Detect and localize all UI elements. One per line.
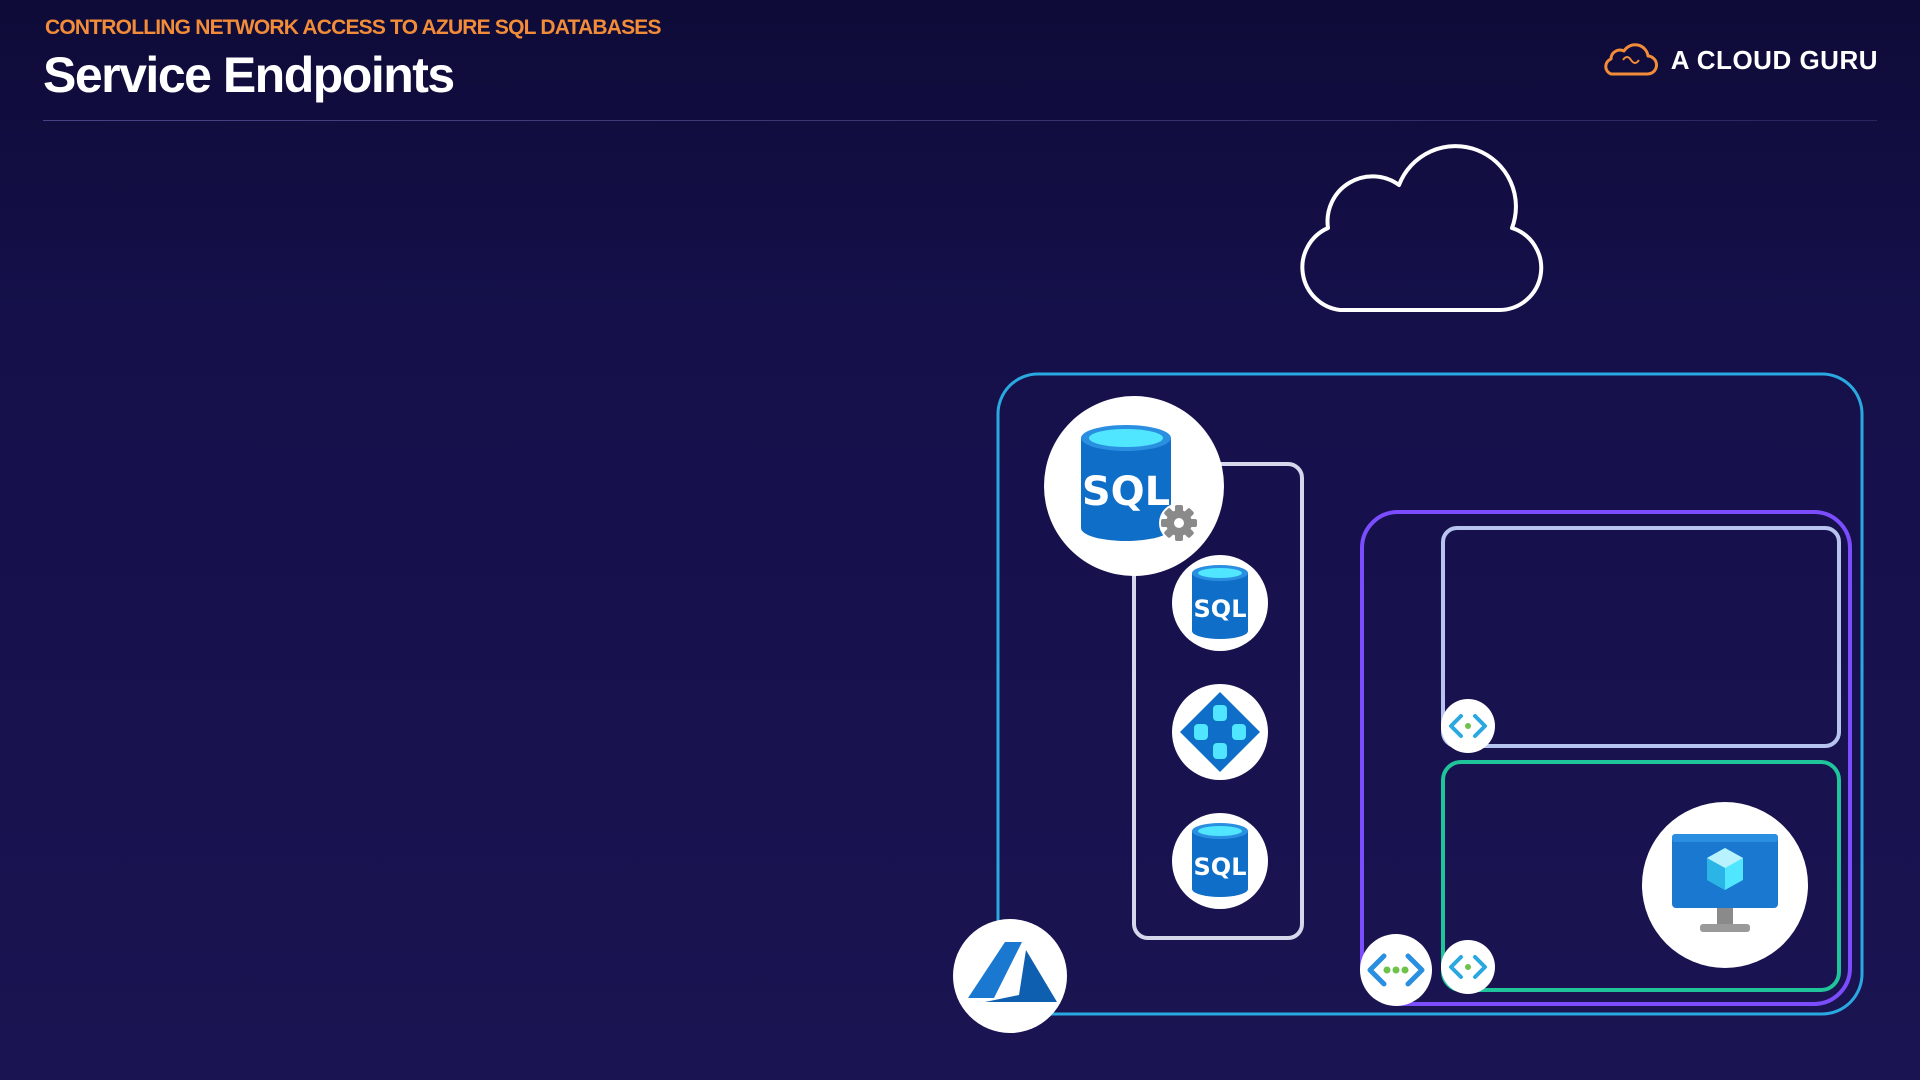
elastic-pool-icon <box>1172 684 1268 780</box>
sql-server-icon: SQL <box>1044 396 1224 576</box>
sql-database-2-text: SQL <box>1194 853 1247 881</box>
cloud-icon <box>1300 144 1544 312</box>
sql-server-text: SQL <box>1082 469 1170 515</box>
azure-boundary <box>996 372 1864 1016</box>
subnet-2-boundary <box>1441 760 1841 992</box>
subnet-endpoint-1-icon <box>1441 699 1495 753</box>
header-divider <box>43 120 1877 121</box>
gear-icon <box>1159 503 1199 543</box>
sql-database-1-text: SQL <box>1194 595 1247 623</box>
subnet-1-boundary <box>1441 526 1841 748</box>
vnet-boundary <box>1360 510 1852 1006</box>
brand-name: A CLOUD GURU <box>1670 44 1878 75</box>
page-title: Service Endpoints <box>43 47 455 103</box>
section-subtitle: CONTROLLING NETWORK ACCESS TO AZURE SQL … <box>45 16 662 39</box>
cloud-logo-icon <box>1604 43 1658 76</box>
sql-database-2-icon: SQL <box>1172 813 1268 909</box>
virtual-machine-icon <box>1642 802 1808 968</box>
sql-database-1-icon: SQL <box>1172 555 1268 651</box>
subnet-endpoint-2-icon <box>1441 940 1495 994</box>
azure-logo-icon <box>953 919 1067 1033</box>
brand: A CLOUD GURU <box>1597 40 1878 80</box>
virtual-network-icon <box>1360 934 1432 1006</box>
